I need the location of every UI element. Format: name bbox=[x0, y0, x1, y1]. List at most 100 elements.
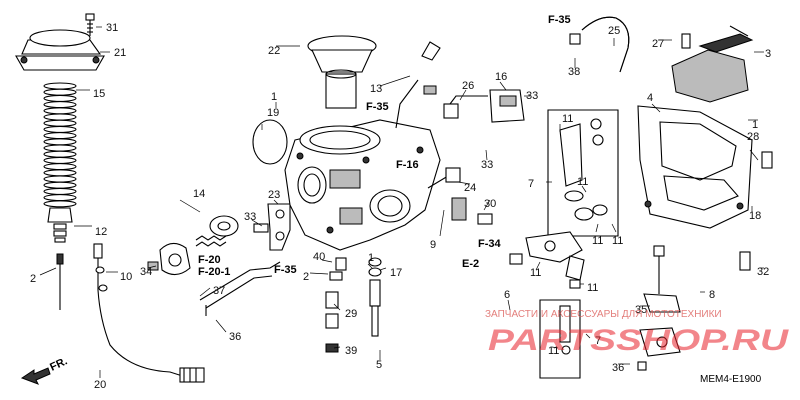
choke-parts-box bbox=[547, 109, 619, 237]
front-direction-label: FR. bbox=[48, 355, 69, 373]
part-callout: 22 bbox=[268, 45, 280, 57]
pump-spring-part bbox=[195, 235, 227, 247]
callout-leader bbox=[333, 346, 341, 349]
callout-leader bbox=[39, 267, 57, 276]
throttle-cable-part bbox=[93, 243, 205, 383]
callout-leader bbox=[551, 346, 559, 349]
needle-jet-stack-part bbox=[368, 257, 382, 337]
part-callout: 33 bbox=[526, 90, 538, 102]
callout-leader bbox=[499, 81, 507, 91]
part-callout: 33 bbox=[244, 211, 256, 223]
callout-leader bbox=[379, 75, 411, 87]
vent-tube-part bbox=[395, 41, 441, 129]
callout-leader bbox=[309, 272, 329, 275]
part-callout: 11 bbox=[587, 282, 598, 294]
part-callout: 14 bbox=[193, 188, 205, 200]
callout-leader bbox=[147, 265, 157, 269]
part-callout: 18 bbox=[749, 210, 761, 222]
part-callout: 11 bbox=[612, 235, 623, 247]
screw-part bbox=[85, 13, 95, 36]
needle-holder-part bbox=[47, 207, 73, 243]
callout-leader bbox=[585, 333, 591, 339]
front-direction-arrow bbox=[20, 367, 51, 385]
callout-leader bbox=[333, 303, 341, 311]
callout-leader bbox=[273, 199, 279, 205]
throttle-sensor-part bbox=[443, 89, 525, 123]
jet-needle-part bbox=[56, 253, 64, 310]
section-reference: F-35 bbox=[366, 101, 389, 113]
part-callout: 11 bbox=[592, 235, 603, 247]
section-reference: F-35 bbox=[274, 264, 297, 276]
part-callout: 7 bbox=[595, 335, 601, 347]
part-callout: 13 bbox=[370, 83, 382, 95]
fuel-tube-part bbox=[569, 16, 630, 73]
part-callout: 23 bbox=[268, 189, 280, 201]
part-callout: 28 bbox=[747, 131, 759, 143]
float-bowl-part bbox=[637, 105, 773, 271]
spring-part bbox=[43, 82, 77, 208]
main-jet-stack-part bbox=[325, 257, 347, 353]
choke-lever-part bbox=[509, 231, 585, 289]
callout-leader bbox=[379, 267, 387, 271]
part-callout: 11 bbox=[562, 113, 573, 125]
part-callout: 36 bbox=[229, 331, 241, 343]
callout-leader bbox=[215, 319, 227, 333]
part-callout: 30 bbox=[484, 198, 496, 210]
part-callout: 39 bbox=[345, 345, 357, 357]
top-cap-part bbox=[15, 29, 105, 71]
pump-diaphragm-part bbox=[209, 215, 239, 237]
part-callout: 5 bbox=[376, 359, 382, 371]
part-callout: 11 bbox=[577, 176, 588, 188]
callout-leader bbox=[367, 263, 373, 269]
pump-cover-part bbox=[147, 242, 191, 276]
section-reference: E-2 bbox=[462, 258, 479, 270]
callout-leader bbox=[749, 149, 759, 161]
part-callout: 34 bbox=[140, 266, 152, 278]
callout-leader bbox=[507, 299, 511, 311]
callout-leader bbox=[457, 181, 471, 185]
part-callout: 16 bbox=[495, 71, 507, 83]
part-callout: 11 bbox=[530, 267, 541, 279]
section-reference: F-35 bbox=[548, 14, 571, 26]
callout-leader bbox=[251, 219, 263, 227]
callout-leader bbox=[535, 261, 541, 271]
callout-leader bbox=[651, 103, 661, 113]
part-callout: 21 bbox=[114, 47, 126, 59]
part-callout: 1 bbox=[271, 91, 277, 103]
callout-leader bbox=[611, 223, 617, 233]
o-ring-part bbox=[252, 119, 288, 165]
pump-lever-rod-part bbox=[199, 261, 281, 316]
callout-leader bbox=[439, 209, 445, 237]
part-callout: 12 bbox=[95, 226, 107, 238]
part-callout: 6 bbox=[504, 289, 510, 301]
part-callout: 37 bbox=[213, 285, 225, 297]
part-callout: 7 bbox=[528, 178, 534, 190]
part-callout: 3 bbox=[765, 48, 771, 60]
callout-leader bbox=[485, 149, 488, 161]
diagram-code: MEM4-E1900 bbox=[700, 374, 762, 385]
section-reference: F-34 bbox=[478, 238, 502, 250]
part-callout: 2 bbox=[30, 273, 36, 285]
part-callout: 9 bbox=[430, 239, 436, 251]
part-callout: 15 bbox=[93, 88, 105, 100]
part-callout: 33 bbox=[481, 159, 493, 171]
part-callout: 17 bbox=[390, 267, 402, 279]
float-part bbox=[671, 25, 754, 103]
part-callout: 26 bbox=[462, 80, 474, 92]
pilot-screw-part bbox=[427, 167, 493, 225]
part-callout: 36 bbox=[612, 362, 624, 374]
cable-clips-part bbox=[95, 266, 108, 292]
callout-leader bbox=[581, 185, 587, 193]
section-reference: F-16 bbox=[396, 159, 419, 171]
callout-leader bbox=[483, 199, 491, 211]
part-callout: 19 bbox=[267, 107, 279, 119]
section-reference: F-20 bbox=[198, 254, 221, 266]
part-callout: 32 bbox=[757, 266, 769, 278]
callout-leader bbox=[199, 287, 211, 297]
part-callout: 38 bbox=[568, 66, 580, 78]
part-callout: 1 bbox=[752, 119, 758, 131]
callout-leader bbox=[321, 259, 333, 263]
carburetor-body-part bbox=[284, 119, 441, 251]
